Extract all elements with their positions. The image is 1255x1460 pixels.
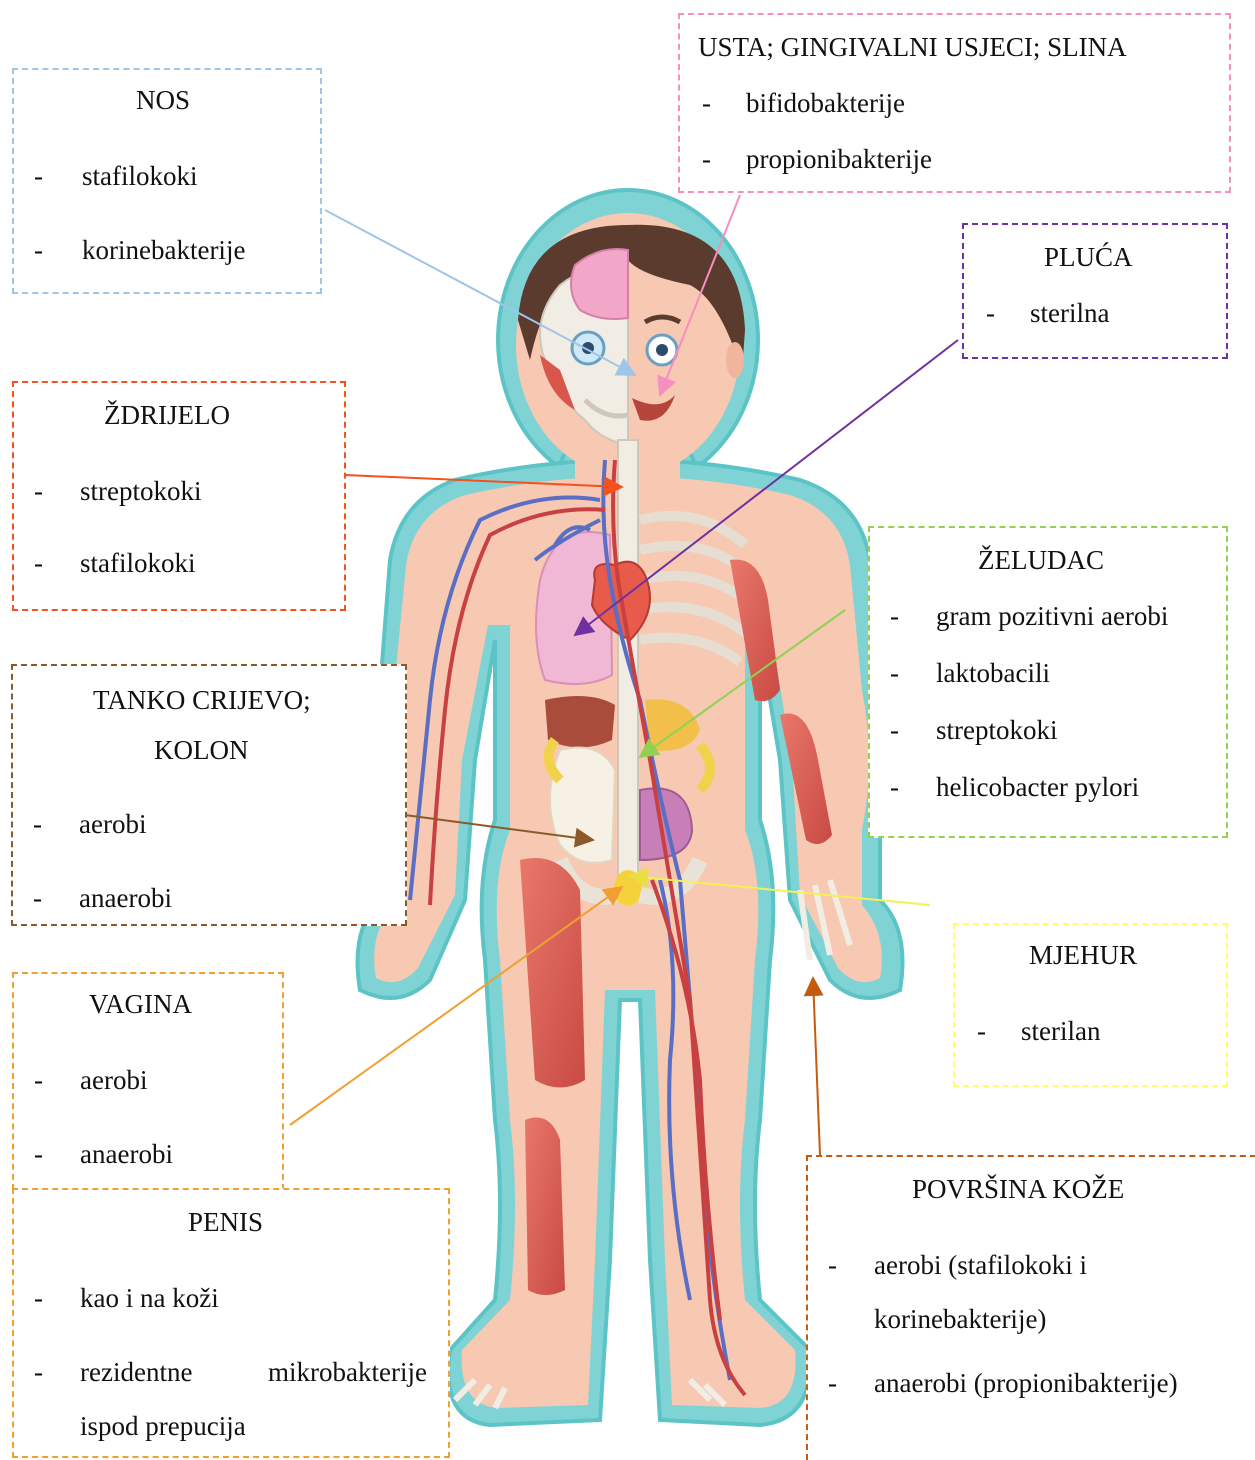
intestines — [550, 748, 615, 863]
box-penis-item-continuation: ispod prepucija — [80, 1410, 246, 1442]
box-nos: NOS -stafilokoki -korinebakterije — [12, 68, 322, 294]
box-vagina: VAGINA -aerobi -anaerobi — [12, 972, 284, 1190]
box-vagina-title: VAGINA — [89, 988, 192, 1020]
box-crijevo-title: TANKO CRIJEVO; — [93, 684, 311, 716]
box-zeludac-title: ŽELUDAC — [978, 544, 1104, 576]
box-mjehur-title: MJEHUR — [1029, 939, 1137, 971]
box-pluca-title: PLUĆA — [1044, 241, 1133, 273]
box-zdrijelo: ŽDRIJELO -streptokoki -stafilokoki — [12, 381, 346, 611]
box-nos-title: NOS — [136, 84, 190, 116]
box-koza-title: POVRŠINA KOŽE — [912, 1173, 1124, 1205]
bladder — [614, 870, 642, 906]
box-crijevo-title-line2: KOLON — [154, 734, 249, 766]
box-mjehur: MJEHUR -sterilan — [953, 923, 1228, 1087]
box-usta-title: USTA; GINGIVALNI USJECI; SLINA — [698, 31, 1127, 63]
box-zdrijelo-title: ŽDRIJELO — [104, 399, 230, 431]
box-penis-title: PENIS — [188, 1206, 263, 1238]
box-penis: PENIS -kao i na koži - rezidentne mikrob… — [12, 1188, 450, 1458]
box-pluca: PLUĆA -sterilna — [962, 223, 1228, 359]
box-koza-item-continuation: korinebakterije) — [874, 1303, 1046, 1335]
box-koza: POVRŠINA KOŽE -aerobi (stafilokoki i kor… — [806, 1155, 1255, 1460]
box-crijevo: TANKO CRIJEVO; KOLON -aerobi -anaerobi — [11, 664, 407, 926]
box-usta: USTA; GINGIVALNI USJECI; SLINA -bifidoba… — [678, 13, 1231, 193]
box-zeludac: ŽELUDAC -gram pozitivni aerobi -laktobac… — [868, 526, 1228, 838]
liver — [545, 696, 615, 748]
